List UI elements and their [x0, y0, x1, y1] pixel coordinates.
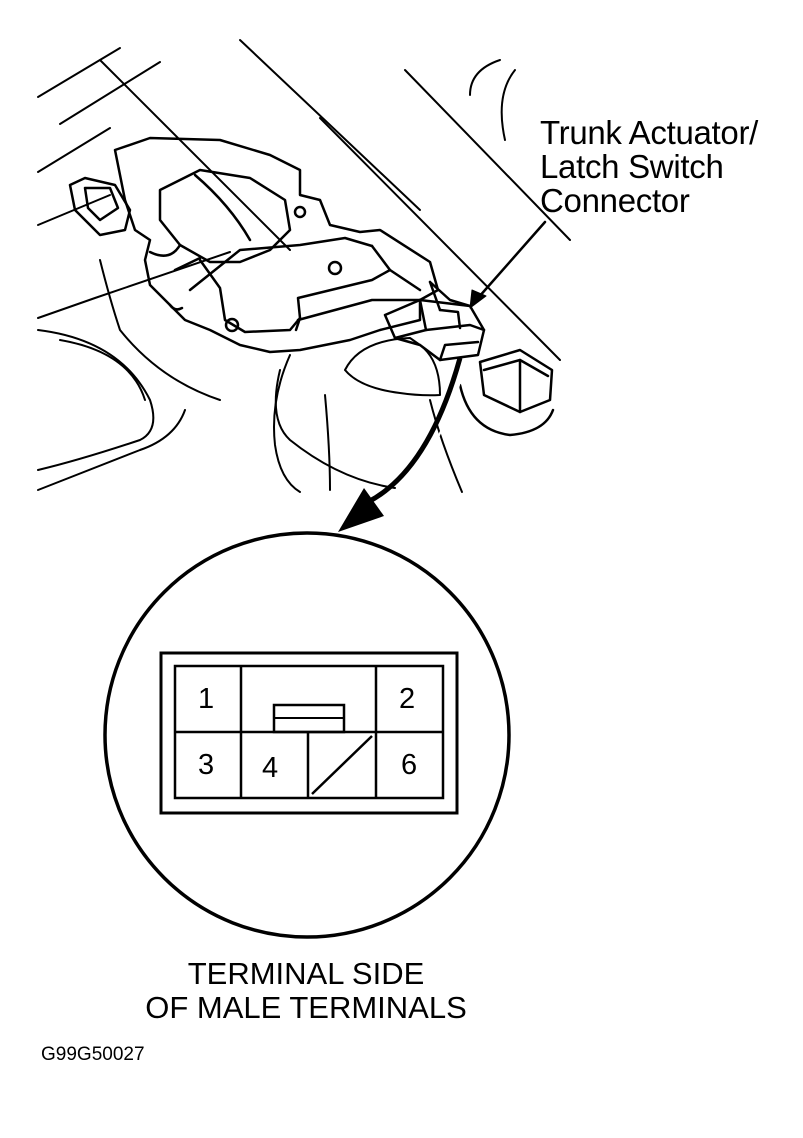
pin-6-label: 6: [401, 749, 418, 781]
connector-callout-label: Trunk Actuator/ Latch Switch Connector: [540, 116, 758, 218]
pin-4-label: 4: [262, 752, 279, 784]
blank-cavity-slash: [311, 735, 373, 795]
caption-line-1: TERMINAL SIDE: [187, 956, 425, 991]
figure-id: G99G50027: [41, 1044, 145, 1065]
caption-line-2: OF MALE TERMINALS: [145, 990, 467, 1025]
callout-line-2: Latch Switch: [540, 148, 724, 185]
callout-line-3: Connector: [540, 182, 690, 219]
detail-caption: TERMINAL SIDE OF MALE TERMINALS: [0, 957, 612, 1025]
detail-arrow: [338, 357, 467, 532]
pin-3-label: 3: [198, 749, 215, 781]
trunk-illustration: [37, 39, 571, 493]
connector-face: [159, 651, 459, 815]
callout-line-1: Trunk Actuator/: [540, 114, 759, 151]
pin-1-label: 1: [198, 683, 215, 715]
pin-2-label: 2: [399, 683, 416, 715]
